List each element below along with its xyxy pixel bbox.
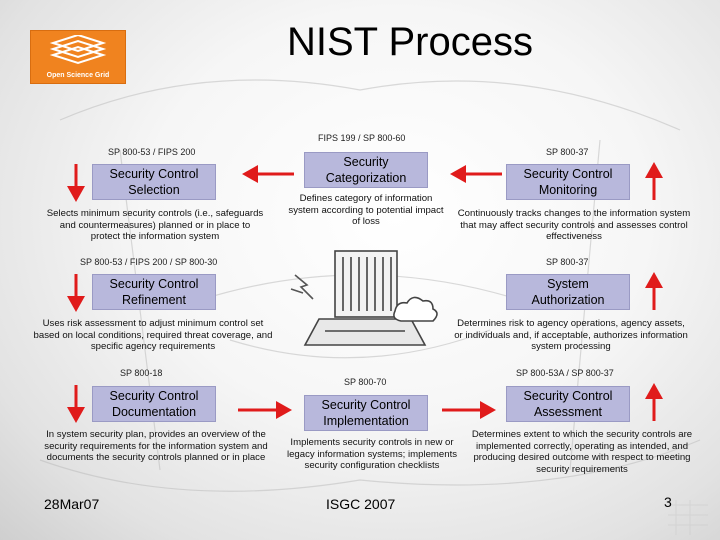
desc-categorization: Defines category of information system a… bbox=[288, 193, 444, 228]
ref-implementation: SP 800-70 bbox=[344, 377, 387, 387]
desc-assessment: Determines extent to which the security … bbox=[471, 429, 693, 476]
desc-selection: Selects minimum security controls (i.e.,… bbox=[46, 208, 264, 243]
step-security-control-assessment: Security Control Assessment bbox=[506, 386, 630, 422]
ref-refinement: SP 800-53 / FIPS 200 / SP 800-30 bbox=[80, 257, 218, 267]
step-security-control-monitoring: Security Control Monitoring bbox=[506, 164, 630, 200]
ref-assessment: SP 800-53A / SP 800-37 bbox=[516, 368, 614, 378]
step-security-control-selection: Security Control Selection bbox=[92, 164, 216, 200]
footer-date: 28Mar07 bbox=[44, 496, 100, 512]
desc-refinement: Uses risk assessment to adjust minimum c… bbox=[33, 318, 273, 353]
step-security-categorization: Security Categorization bbox=[304, 152, 428, 188]
system-illustration bbox=[290, 250, 438, 346]
logo-text: Open Science Grid bbox=[46, 72, 110, 79]
footer-event: ISGC 2007 bbox=[326, 496, 396, 512]
arrow-implementation-to-assessment bbox=[442, 401, 496, 419]
arrow-monitoring-to-categorization bbox=[450, 165, 502, 183]
arrow-documentation-down bbox=[67, 385, 85, 423]
step-security-control-implementation: Security Control Implementation bbox=[304, 395, 428, 431]
ref-monitoring: SP 800-37 bbox=[546, 147, 589, 157]
slide-number: 3 bbox=[664, 494, 672, 510]
ref-documentation: SP 800-18 bbox=[120, 368, 163, 378]
arrow-selection-down bbox=[67, 164, 85, 202]
step-security-control-documentation: Security Control Documentation bbox=[92, 386, 216, 422]
osg-logo: Open Science Grid bbox=[30, 30, 126, 84]
arrow-refinement-down bbox=[67, 274, 85, 312]
desc-authorization: Determines risk to agency operations, ag… bbox=[454, 318, 688, 353]
arrow-authorization-up bbox=[645, 272, 663, 310]
ref-categorization: FIPS 199 / SP 800-60 bbox=[318, 133, 406, 143]
grid-logo-icon bbox=[49, 35, 107, 65]
desc-documentation: In system security plan, provides an ove… bbox=[44, 429, 268, 464]
step-system-authorization: System Authorization bbox=[506, 274, 630, 310]
ref-authorization: SP 800-37 bbox=[546, 257, 589, 267]
ref-selection: SP 800-53 / FIPS 200 bbox=[108, 147, 196, 157]
arrow-assessment-up bbox=[645, 383, 663, 421]
arrow-documentation-to-implementation bbox=[238, 401, 292, 419]
desc-implementation: Implements security controls in new or l… bbox=[286, 437, 458, 472]
arrow-monitoring-up bbox=[645, 162, 663, 200]
page-title: NIST Process bbox=[287, 20, 533, 64]
desc-monitoring: Continuously tracks changes to the infor… bbox=[457, 208, 691, 243]
arrow-categorization-to-selection bbox=[242, 165, 294, 183]
step-security-control-refinement: Security Control Refinement bbox=[92, 274, 216, 310]
